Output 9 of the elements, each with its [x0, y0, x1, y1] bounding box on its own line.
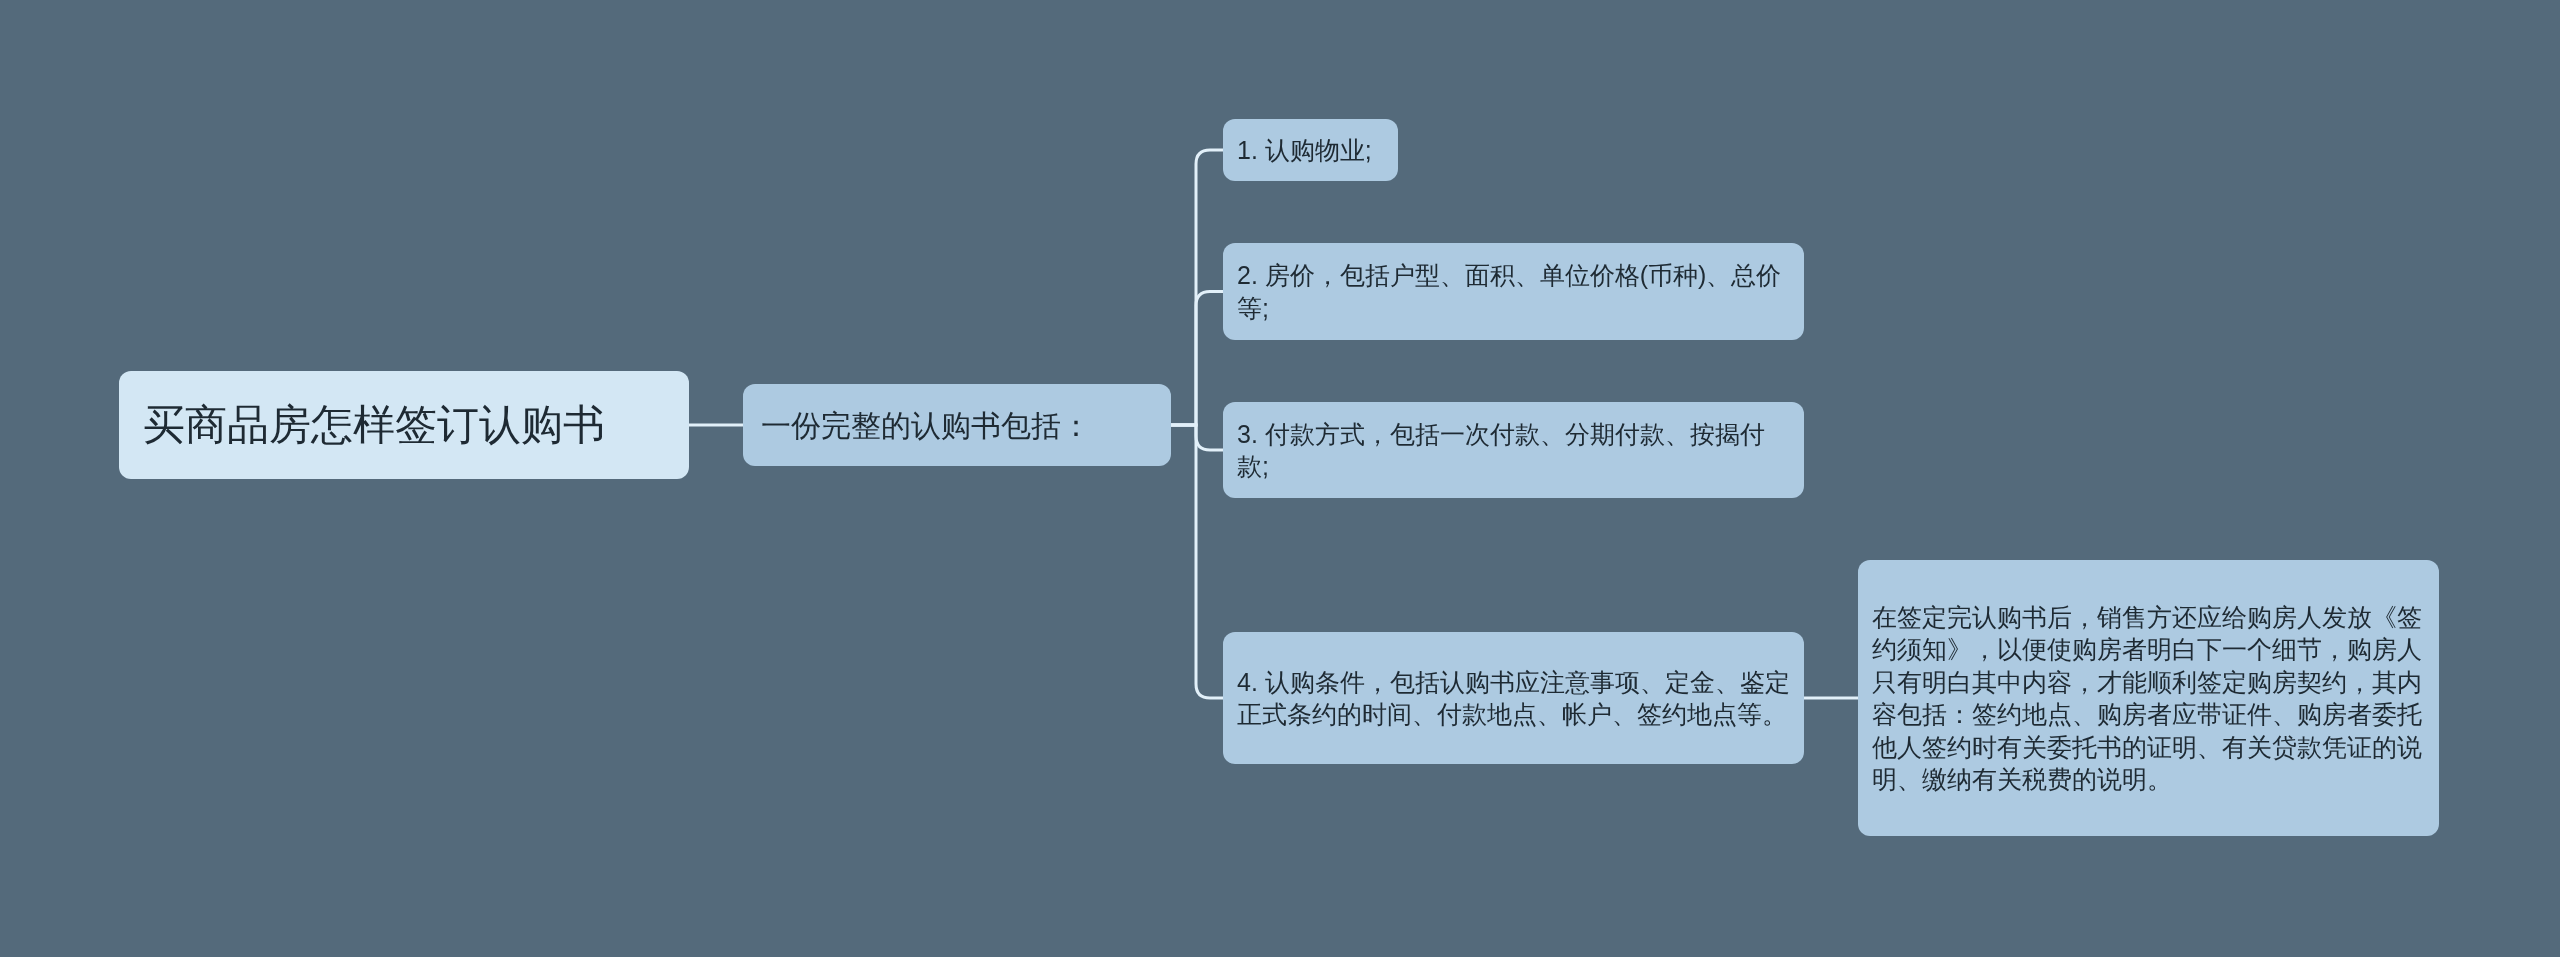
subtopic-box: 4. 认购条件，包括认购书应注意事项、定金、鉴定正式条约的时间、付款地点、帐户、签约地点等。 — [1223, 632, 1804, 764]
subtopic-box: 1. 认购物业; — [1223, 119, 1398, 181]
connector-line — [689, 423, 743, 427]
connector-line — [1804, 696, 1858, 700]
topic-box: 一份完整的认购书包括： — [743, 384, 1171, 466]
subtopic-box: 2. 房价，包括户型、面积、单位价格(币种)、总价等; — [1223, 243, 1804, 340]
note-box: 在签定完认购书后，销售方还应给购房人发放《签约须知》，以便使购房者明白下一个细节，购房人只有明白其中内容，才能顺利签定购房契约，其内容包括：签约地点、购房者应带证件、购房者委托他人签约时有关委托书的证明、有关贷款凭证的说明、缴纳有关税费的说明。 — [1858, 560, 2439, 836]
subtopic-box: 3. 付款方式，包括一次付款、分期付款、按揭付款; — [1223, 402, 1804, 498]
root-topic-box: 买商品房怎样签订认购书 — [119, 371, 689, 479]
